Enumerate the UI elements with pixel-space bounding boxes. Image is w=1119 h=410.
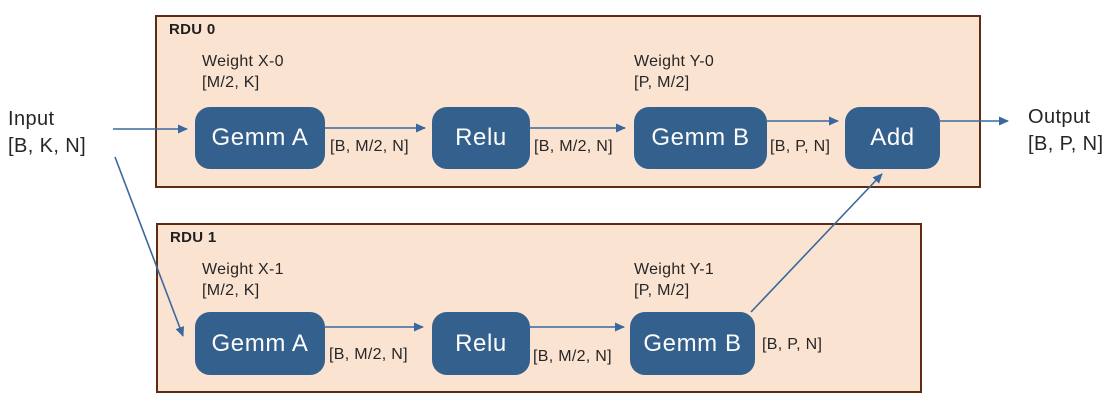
edge-label-rdu1-after-gemm-b: [B, P, N] bbox=[762, 336, 823, 353]
node-gemm-b-1: Gemm B bbox=[630, 312, 755, 375]
weight-x0-dims: [M/2, K] bbox=[202, 74, 260, 91]
node-gemm-a-1: Gemm A bbox=[195, 312, 325, 375]
edge-label-rdu0-after-relu: [B, M/2, N] bbox=[534, 138, 613, 155]
input-block: Input [B, K, N] bbox=[8, 106, 86, 160]
weight-y1-block: Weight Y-1 [P, M/2] bbox=[634, 259, 714, 301]
node-gemm-b-0: Gemm B bbox=[634, 107, 767, 169]
rdu1-box: RDU 1 Weight X-1 [M/2, K] Weight Y-1 [P,… bbox=[156, 223, 922, 393]
input-label: Input bbox=[8, 108, 55, 130]
arrow-input-to-gemm-a-1 bbox=[114, 156, 185, 337]
weight-x1-label: Weight X-1 bbox=[202, 261, 284, 278]
weight-y0-label: Weight Y-0 bbox=[634, 53, 715, 70]
edge-label-rdu1-after-gemm-a: [B, M/2, N] bbox=[329, 346, 408, 363]
rdu0-title: RDU 0 bbox=[169, 21, 216, 38]
weight-x1-block: Weight X-1 [M/2, K] bbox=[202, 259, 284, 301]
input-dims: [B, K, N] bbox=[8, 135, 87, 157]
arrow-gemm-b-1-to-add bbox=[750, 173, 883, 313]
output-block: Output [B, P, N] bbox=[1028, 104, 1104, 158]
node-gemm-a-0: Gemm A bbox=[195, 107, 325, 169]
output-dims: [B, P, N] bbox=[1028, 133, 1104, 155]
node-add: Add bbox=[845, 107, 940, 169]
node-relu-0: Relu bbox=[432, 107, 530, 169]
output-label: Output bbox=[1028, 106, 1091, 128]
weight-x0-label: Weight X-0 bbox=[202, 53, 284, 70]
rdu0-box: RDU 0 Weight X-0 [M/2, K] Weight Y-0 [P,… bbox=[155, 15, 981, 188]
node-relu-1: Relu bbox=[432, 312, 530, 375]
weight-y0-block: Weight Y-0 [P, M/2] bbox=[634, 51, 714, 93]
weight-y0-dims: [P, M/2] bbox=[634, 74, 690, 91]
edge-label-rdu0-after-gemm-a: [B, M/2, N] bbox=[330, 138, 409, 155]
weight-y1-label: Weight Y-1 bbox=[634, 261, 715, 278]
rdu1-title: RDU 1 bbox=[170, 229, 217, 246]
edge-label-rdu1-after-relu: [B, M/2, N] bbox=[533, 348, 612, 365]
edge-label-rdu0-after-gemm-b: [B, P, N] bbox=[770, 138, 831, 155]
weight-x0-block: Weight X-0 [M/2, K] bbox=[202, 51, 284, 93]
weight-y1-dims: [P, M/2] bbox=[634, 282, 690, 299]
weight-x1-dims: [M/2, K] bbox=[202, 282, 260, 299]
